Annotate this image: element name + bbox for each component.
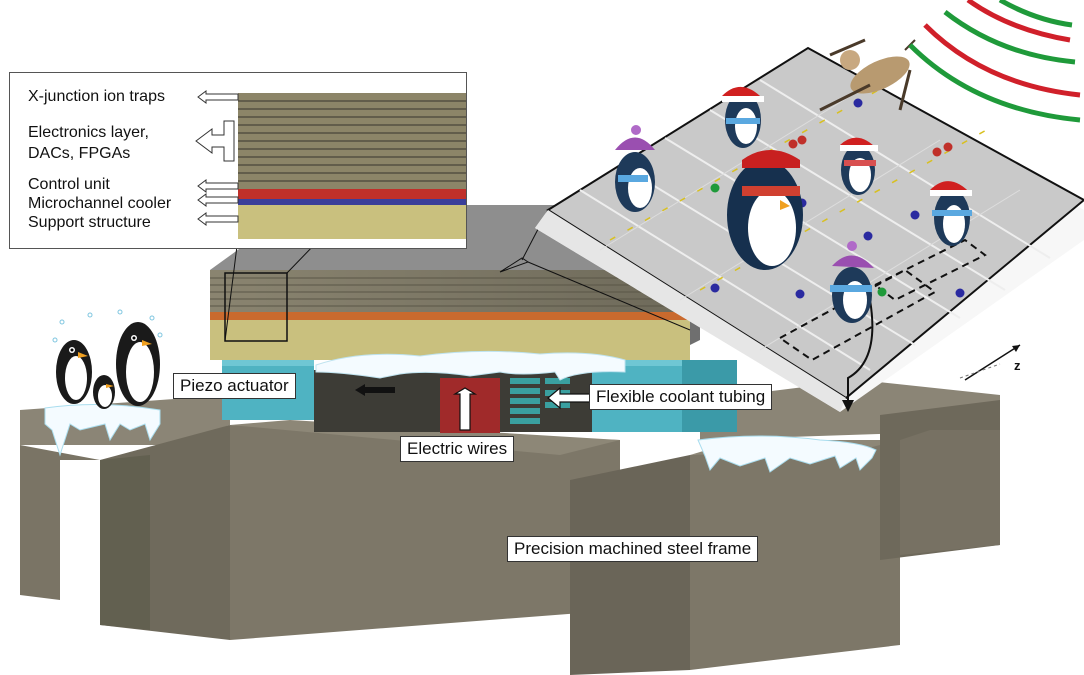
penguin-family-illustration — [53, 310, 162, 409]
legend-x-junction: X-junction ion traps — [28, 87, 165, 106]
cavity — [314, 370, 592, 433]
axis-z-label: z — [1014, 358, 1021, 373]
legend-electronics-line2: DACs, FPGAs — [28, 144, 130, 163]
label-flexible-coolant-tubing: Flexible coolant tubing — [589, 384, 772, 410]
legend-control-unit: Control unit — [28, 175, 110, 194]
legend-arrows — [194, 85, 244, 235]
signal-waves-icon — [910, 0, 1080, 120]
label-steel-frame: Precision machined steel frame — [507, 536, 758, 562]
legend-electronics-line1: Electronics layer, — [28, 123, 149, 142]
legend-microchannel-cooler: Microchannel cooler — [28, 194, 171, 213]
layer-stack-zoom — [238, 93, 466, 239]
label-electric-wires: Electric wires — [400, 436, 514, 462]
label-piezo-actuator: Piezo actuator — [173, 373, 296, 399]
legend-support-structure: Support structure — [28, 213, 151, 232]
axis-indicator — [960, 345, 1020, 380]
layer-legend-panel: X-junction ion traps Electronics layer, … — [9, 72, 467, 249]
